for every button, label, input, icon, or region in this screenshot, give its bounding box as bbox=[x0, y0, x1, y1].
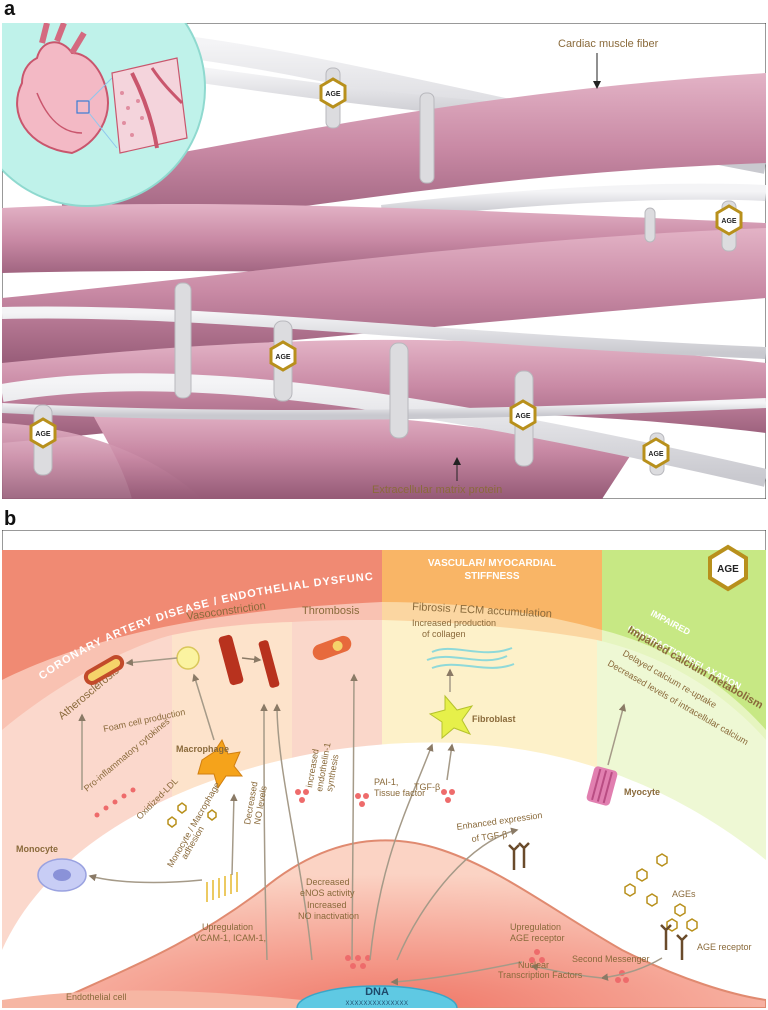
fibroblast-icon bbox=[428, 694, 474, 740]
foam-cell-icon bbox=[176, 646, 200, 670]
nuclear-tf-label-2: Transcription Factors bbox=[498, 970, 583, 980]
panel-a-label: a bbox=[4, 0, 16, 20]
monocyte-label: Monocyte bbox=[16, 844, 58, 854]
svg-text:AGE: AGE bbox=[721, 218, 737, 225]
endothelin-dots bbox=[295, 789, 629, 983]
age-badge: AGE bbox=[29, 417, 57, 449]
dna-label: DNA bbox=[365, 986, 389, 998]
upreg-vcam-label-1: Upregulation bbox=[202, 922, 253, 932]
age-badge: AGE bbox=[509, 399, 537, 431]
heart-icon bbox=[16, 23, 118, 155]
upreg-vcam-label-2: VCAM-1, ICAM-1, bbox=[194, 933, 266, 943]
collagen-strand bbox=[2, 306, 766, 359]
extracellular-matrix-label: Extracellular matrix protein bbox=[372, 484, 502, 496]
endothelial-cell bbox=[41, 839, 766, 1008]
muscle-fiber bbox=[92, 409, 632, 499]
vcam-receptors bbox=[206, 872, 238, 902]
crosslink-pillar bbox=[174, 282, 192, 399]
svg-text:AGE: AGE bbox=[325, 91, 341, 98]
svg-text:AGE: AGE bbox=[717, 564, 739, 575]
band-stiffness-title-1: VASCULAR/ MYOCARDIAL bbox=[428, 558, 556, 569]
thrombosis-icon bbox=[312, 635, 352, 661]
pai-label-1: PAI-1, bbox=[374, 777, 398, 787]
enos-label-2: eNOS activity bbox=[300, 888, 355, 898]
age-badge: AGE bbox=[319, 77, 347, 109]
age-receptor-icon bbox=[508, 842, 688, 960]
cytokine-dots bbox=[94, 787, 136, 818]
tissue-zoom-icon bbox=[111, 57, 188, 154]
nuclear-tf-label-1: Nuclear bbox=[518, 960, 549, 970]
enos-label-4: NO inactivation bbox=[298, 911, 359, 921]
macrophage-label: Macrophage bbox=[176, 744, 229, 754]
endothelial-cell-label: Endothelial cell bbox=[66, 992, 127, 1002]
panel-a-figure: AGE AGE AGE AGE AGE AGE bbox=[2, 23, 766, 499]
dna-strand-icon: XXXXXXXXXXXXXX bbox=[345, 1001, 408, 1007]
pathway-arrows bbox=[78, 657, 663, 986]
crosslink-pillar bbox=[419, 92, 435, 184]
cardiac-muscle-fiber-label: Cardiac muscle fiber bbox=[558, 38, 659, 50]
second-messenger-label: Second Messenger bbox=[572, 954, 650, 964]
panel-b-figure: CORONARY ARTERY DISEASE / ENDOTHELIAL DY… bbox=[2, 530, 766, 1008]
svg-text:AGE: AGE bbox=[515, 413, 531, 420]
crosslink-pillar bbox=[389, 342, 409, 439]
age-receptor-label: AGE receptor bbox=[697, 942, 752, 952]
nucleus bbox=[296, 985, 458, 1008]
collagen-label-1: Increased production bbox=[412, 618, 496, 628]
enos-label-1: Decreased bbox=[306, 877, 350, 887]
fibroblast-label: Fibroblast bbox=[472, 714, 516, 724]
band-stiffness-title-2: STIFFNESS bbox=[464, 571, 519, 582]
plaque-artery-icon bbox=[83, 655, 125, 685]
monocyte-icon bbox=[37, 858, 87, 892]
muscle-fiber bbox=[2, 228, 766, 368]
collagen-strand bbox=[381, 183, 766, 221]
enos-label-3: Increased bbox=[307, 900, 347, 910]
muscle-fiber bbox=[62, 73, 766, 238]
collagen-label-2: of collagen bbox=[422, 629, 466, 639]
upreg-age-receptor-label-2: AGE receptor bbox=[510, 933, 565, 943]
svg-text:AGE: AGE bbox=[35, 431, 51, 438]
myocyte-label: Myocyte bbox=[624, 787, 660, 797]
sub-thrombosis-label: Thrombosis bbox=[302, 605, 360, 617]
age-badge: AGE bbox=[269, 340, 297, 372]
age-molecules bbox=[167, 802, 698, 932]
age-badge: AGE bbox=[715, 204, 743, 236]
collagen-fibers-icon bbox=[426, 647, 515, 669]
panel-b-label: b bbox=[4, 508, 17, 530]
svg-text:AGE: AGE bbox=[648, 451, 664, 458]
macrophage-icon bbox=[197, 738, 244, 790]
crosslink-pillar bbox=[644, 207, 656, 243]
pai-label-2: Tissue factor bbox=[374, 788, 425, 798]
tgf-beta-label: TGF-β bbox=[414, 782, 440, 792]
collagen-strand bbox=[2, 398, 766, 420]
myocyte-icon bbox=[586, 766, 618, 806]
upreg-age-receptor-label-1: Upregulation bbox=[510, 922, 561, 932]
age-badge: AGE bbox=[642, 437, 670, 469]
ages-label: AGEs bbox=[672, 889, 696, 899]
age-badge: AGE bbox=[708, 544, 748, 592]
vessel-constricted-icon bbox=[218, 634, 280, 688]
enhanced-tgf-label-2: of TGF-β bbox=[471, 829, 508, 844]
svg-text:AGE: AGE bbox=[275, 354, 291, 361]
